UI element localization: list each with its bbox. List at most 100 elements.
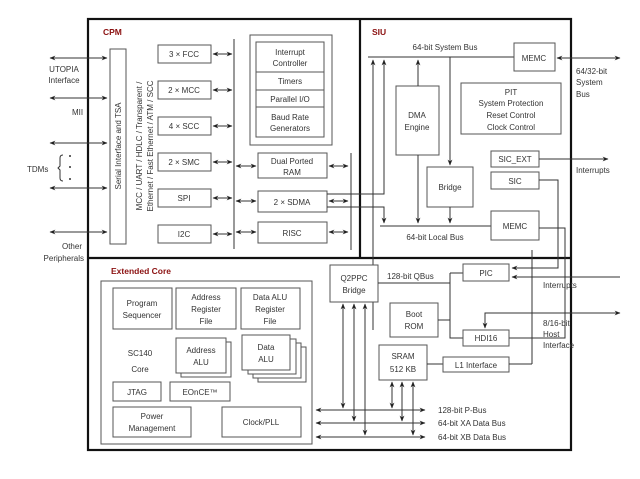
- sic-label: SIC: [508, 177, 522, 186]
- boot-rom-label: ROM: [405, 322, 424, 331]
- arf-label: File: [200, 317, 213, 326]
- spi-block: [157, 188, 212, 208]
- system-bus-ext-label: 64/32-bit: [576, 67, 608, 76]
- extended-core-label: Extended Core: [111, 266, 171, 276]
- address-alu-block: [175, 337, 227, 374]
- other-label-1: Other: [62, 242, 82, 251]
- q2ppc-label: Bridge: [342, 286, 366, 295]
- risc-label: RISC: [282, 229, 301, 238]
- parallel-io-label: Parallel I/O: [270, 95, 310, 104]
- other-label-2: Peripherals: [44, 254, 84, 263]
- program-sequencer-block: [112, 287, 173, 330]
- pic-label: PIC: [479, 269, 493, 278]
- protocols-label-2: Ethernet / Fast Ethernet / ATM / SCC: [146, 80, 155, 211]
- sram-label: SRAM: [391, 352, 414, 361]
- data-alu-block: [241, 334, 291, 371]
- reset-control-label: Reset Control: [487, 111, 536, 120]
- timers-label: Timers: [278, 77, 302, 86]
- smc-block: [157, 152, 212, 172]
- p-bus-label: 128-bit P-Bus: [438, 406, 486, 415]
- xb-bus-label: 64-bit XB Data Bus: [438, 433, 506, 442]
- interrupt-controller-label: Interrupt: [275, 48, 306, 57]
- core-buses: 128-bit P-Bus 64-bit XA Data Bus 64-bit …: [315, 303, 506, 442]
- address-register-file-block: [175, 287, 237, 330]
- sc140-label: Core: [131, 365, 149, 374]
- protocols-label-1: MCC / UART / HDLC / Transparent /: [135, 81, 144, 210]
- jtag-label: JTAG: [127, 388, 147, 397]
- serial-interface-label: Serial Interface and TSA: [114, 102, 123, 190]
- tdms-label: TDMs: [27, 165, 48, 174]
- cpm-peripheral-arrows: [212, 51, 349, 237]
- interrupt-controller-label: Controller: [273, 59, 308, 68]
- tdm-dot: [69, 155, 71, 157]
- sdma-block: [257, 190, 328, 213]
- q2ppc-bridge-block: [329, 264, 379, 303]
- data-alu-label: Data: [258, 343, 275, 352]
- xa-bus-label: 64-bit XA Data Bus: [438, 419, 506, 428]
- utopia-label-1: UTOPIA: [49, 65, 79, 74]
- cpm-block: Serial Interface and TSA MCC / UART / HD…: [109, 34, 352, 250]
- interrupts-label-1: Interrupts: [576, 166, 610, 175]
- boot-rom-block: [389, 302, 439, 338]
- arf-label: Register: [191, 305, 221, 314]
- jtag-block: [112, 381, 162, 402]
- eonce-block: [169, 381, 231, 402]
- fcc-label: 3 × FCC: [169, 50, 199, 59]
- bridge-label: Bridge: [438, 183, 462, 192]
- power-management-label: Power: [141, 412, 164, 421]
- sram-block: [378, 344, 428, 381]
- mcc-label: 2 × MCC: [168, 86, 200, 95]
- host-interface-arrow: [482, 310, 621, 329]
- spi-label: SPI: [178, 194, 191, 203]
- left-interfaces: UTOPIA Interface MII TDMs Other Peripher…: [27, 55, 108, 263]
- host-interface-label: 8/16-bit: [543, 319, 570, 328]
- power-management-label: Management: [129, 424, 176, 433]
- system-bus-ext-label: Bus: [576, 90, 590, 99]
- darf-label: Register: [255, 305, 285, 314]
- local-bus-label: 64-bit Local Bus: [406, 233, 463, 242]
- dpram-label: Dual Ported: [271, 157, 313, 166]
- qbus-label: 128-bit QBus: [387, 272, 434, 281]
- host-interface-label: Host: [543, 330, 560, 339]
- system-bus-ext-label: System: [576, 78, 603, 87]
- sic-to-pic: [511, 179, 559, 271]
- memc-local-link: [509, 227, 566, 339]
- address-alu-label: ALU: [193, 358, 209, 367]
- boot-rom-label: Boot: [406, 310, 423, 319]
- tdm-brace: [57, 154, 64, 182]
- darf-label: File: [264, 317, 277, 326]
- clock-pll-block: [221, 406, 302, 438]
- scc-label: 4 × SCC: [169, 122, 200, 131]
- q2ppc-label: Q2PPC: [340, 274, 367, 283]
- sdma-label: 2 × SDMA: [274, 198, 311, 207]
- baud-rate-block: [255, 106, 325, 138]
- program-sequencer-label: Sequencer: [123, 311, 162, 320]
- arf-label: Address: [191, 293, 220, 302]
- memc-label: MEMC: [522, 54, 547, 63]
- memc-system-block: [513, 42, 556, 72]
- i2c-label: I2C: [178, 230, 191, 239]
- qbus: [378, 282, 463, 339]
- baud-rate-label: Generators: [270, 124, 310, 133]
- serial-interface-tsa: [109, 48, 127, 245]
- clock-pll-label: Clock/PLL: [243, 418, 280, 427]
- program-sequencer-label: Program: [127, 299, 158, 308]
- data-alu-register-file-block: [240, 287, 301, 330]
- mii-label: MII: [72, 108, 83, 117]
- dma-engine-label: Engine: [405, 123, 430, 132]
- interrupts-label-2: Interrupts: [543, 281, 577, 290]
- l1-interface-label: L1 Interface: [455, 361, 498, 370]
- scc-block: [157, 116, 212, 136]
- i2c-block: [157, 224, 212, 244]
- clock-control-label: Clock Control: [487, 123, 535, 132]
- sdma-system-link: [327, 59, 387, 195]
- baud-rate-label: Baud Rate: [271, 113, 309, 122]
- sdma-local-link: [327, 206, 387, 224]
- sic-ext-label: SIC_EXT: [498, 155, 531, 164]
- pic-block: [462, 263, 510, 282]
- utopia-label-2: Interface: [48, 76, 80, 85]
- memc-local-label: MEMC: [503, 222, 528, 231]
- sc140-label: SC140: [128, 349, 153, 358]
